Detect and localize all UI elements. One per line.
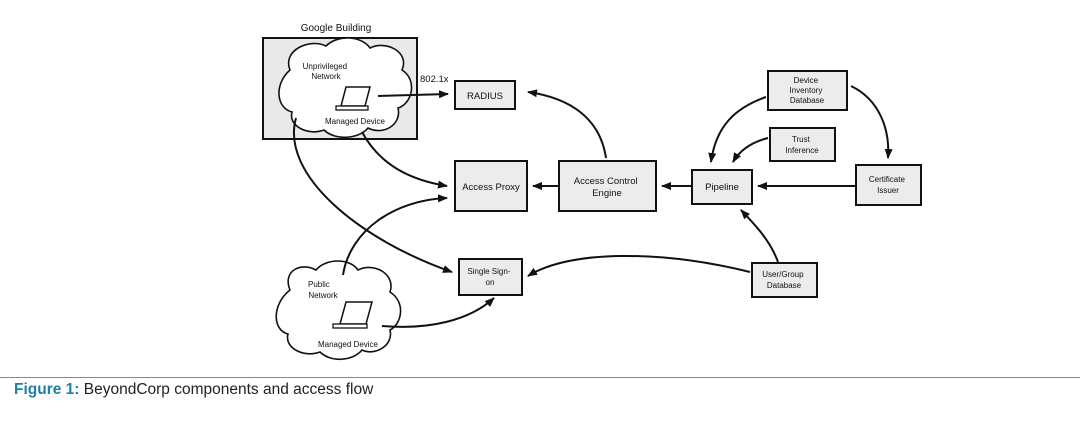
figure-caption: Figure 1: BeyondCorp components and acce… <box>14 381 373 399</box>
trust-inference-box <box>769 127 836 162</box>
edge-usergroup-to-pipeline <box>740 209 779 263</box>
access-flow-diagram: Google Building Unprivileged Network Man… <box>262 23 922 361</box>
edge-ace-to-radius <box>527 89 607 159</box>
link-8021x-label: 802.1x <box>420 74 449 85</box>
figure-caption-text: BeyondCorp components and access flow <box>79 381 374 398</box>
public-network-label: Public Network <box>308 280 339 300</box>
google-building-label: Google Building <box>301 23 372 34</box>
single-sign-on-box <box>458 258 523 296</box>
edge-internal-to-single-sign-on <box>293 117 453 273</box>
edge-device-to-radius <box>377 90 449 99</box>
access-proxy-label: Access Proxy <box>462 182 520 193</box>
edges <box>293 85 893 328</box>
caption-divider <box>0 377 1080 378</box>
access-control-engine-box <box>558 160 657 212</box>
access-proxy-box <box>454 160 528 212</box>
radius-label: RADIUS <box>467 91 503 102</box>
single-sign-on-label: Single Sign- on <box>467 267 512 287</box>
radius-box <box>454 80 516 110</box>
access-control-engine-label: Access Control Engine <box>574 176 641 199</box>
pipeline-label: Pipeline <box>705 182 739 193</box>
device-inventory-db-label: Device Inventory Database <box>789 76 824 105</box>
figure-caption-label: Figure 1: <box>14 381 80 398</box>
edge-inventory-to-certificate <box>850 85 893 159</box>
laptop-icon <box>332 301 373 329</box>
pipeline-box <box>691 169 753 205</box>
edge-trust-to-pipeline <box>732 137 769 163</box>
device-inventory-db-box <box>767 70 848 111</box>
public-network-cloud <box>275 260 402 361</box>
certificate-issuer-label: Certificate Issuer <box>869 175 907 195</box>
managed-device-internal-label: Managed Device <box>325 117 386 126</box>
user-group-db-box <box>751 262 818 298</box>
unprivileged-network-label: Unprivileged Network <box>303 62 350 81</box>
managed-device-public-label: Managed Device <box>318 340 379 349</box>
edge-usergroup-to-single-sign-on <box>527 255 751 277</box>
edge-inventory-to-pipeline <box>708 96 767 163</box>
user-group-db-label: User/Group Database <box>762 270 806 290</box>
laptop-icon <box>335 86 371 111</box>
edge-device-to-access-proxy <box>361 131 448 189</box>
certificate-issuer-box <box>855 164 922 206</box>
trust-inference-label: Trust Inference <box>785 135 819 155</box>
edge-public-to-access-proxy <box>342 194 448 276</box>
edge-public-to-single-sign-on <box>381 297 495 328</box>
